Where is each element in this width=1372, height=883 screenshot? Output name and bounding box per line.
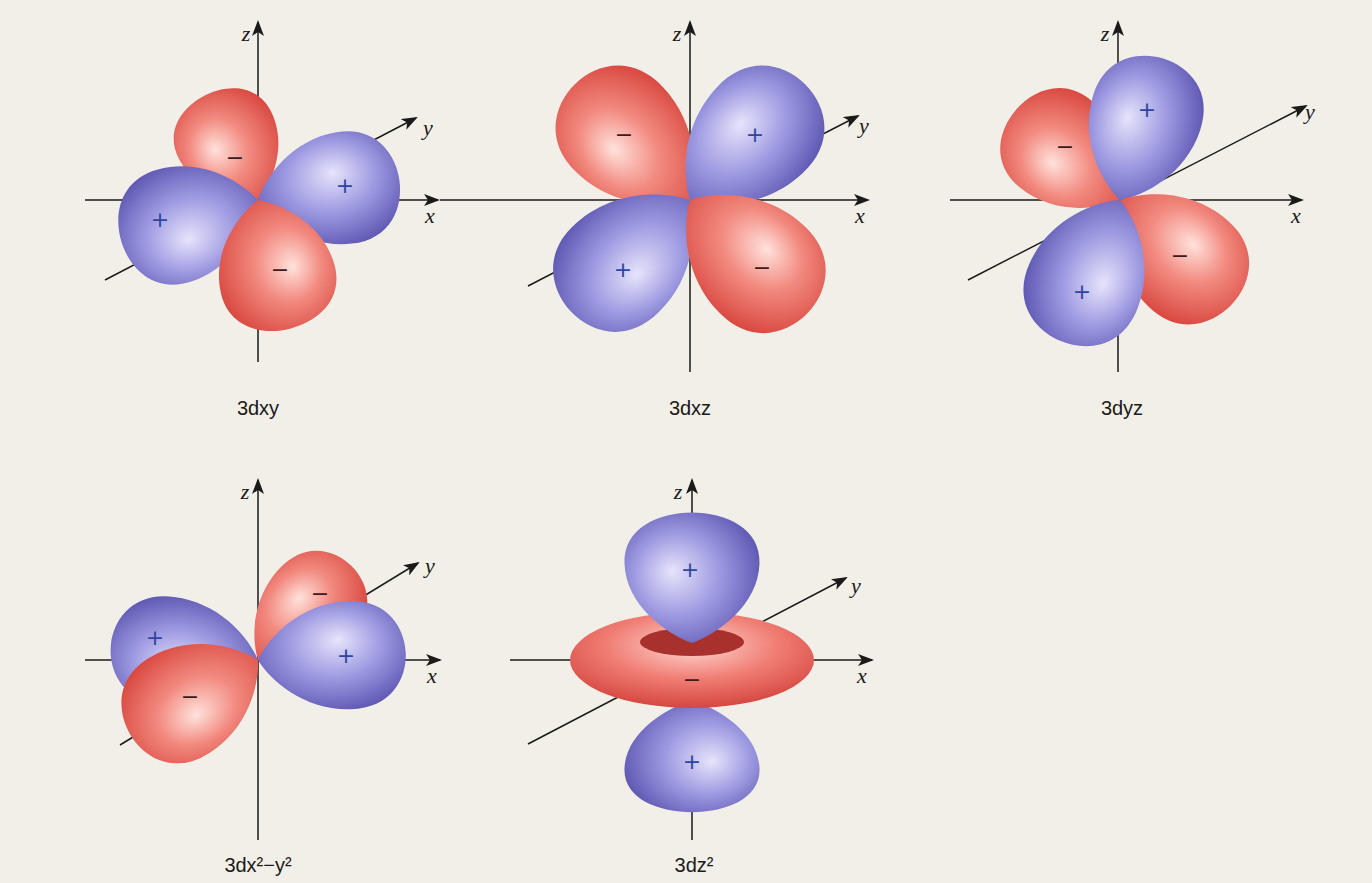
axis-label: y (851, 575, 861, 597)
phase-sign: + (683, 751, 701, 773)
phase-sign: + (681, 559, 699, 581)
phase-sign: + (146, 627, 164, 649)
phase-sign: + (336, 175, 354, 197)
phase-sign: − (1056, 136, 1074, 158)
orbital-name: 3dz² (675, 855, 714, 875)
axis-label: z (674, 481, 683, 503)
orbital-lobes (102, 42, 1272, 813)
axis-label: y (425, 555, 435, 577)
phase-sign: − (226, 147, 244, 169)
orbital-name: 3dx²−y² (224, 855, 291, 875)
phase-sign: + (1073, 281, 1091, 303)
axis-label: x (425, 205, 435, 227)
orbital-name: 3dxy (237, 398, 279, 418)
axis-label: x (427, 665, 437, 687)
axis-label: z (673, 23, 682, 45)
axis-label: x (855, 205, 865, 227)
axis-label: y (1305, 101, 1315, 123)
axis-label: z (1101, 23, 1110, 45)
phase-sign: + (746, 124, 764, 146)
phase-sign: − (271, 259, 289, 281)
phase-sign: + (151, 209, 169, 231)
axis-label: z (241, 481, 250, 503)
phase-sign: − (753, 257, 771, 279)
axis-label: y (423, 117, 433, 139)
phase-sign: − (311, 583, 329, 605)
phase-sign: − (181, 686, 199, 708)
phase-sign: + (614, 259, 632, 281)
phase-sign: − (615, 124, 633, 146)
phase-sign: − (683, 669, 701, 691)
phase-sign: + (1138, 99, 1156, 121)
axis-label: x (857, 665, 867, 687)
orbital-name: 3dyz (1101, 398, 1143, 418)
phase-sign: + (337, 645, 355, 667)
axis-label: y (859, 115, 869, 137)
axes (85, 22, 1306, 840)
orbital-name: 3dxz (669, 398, 711, 418)
axis-label: z (242, 23, 251, 45)
phase-sign: − (1171, 245, 1189, 267)
axis-label: x (1291, 205, 1301, 227)
